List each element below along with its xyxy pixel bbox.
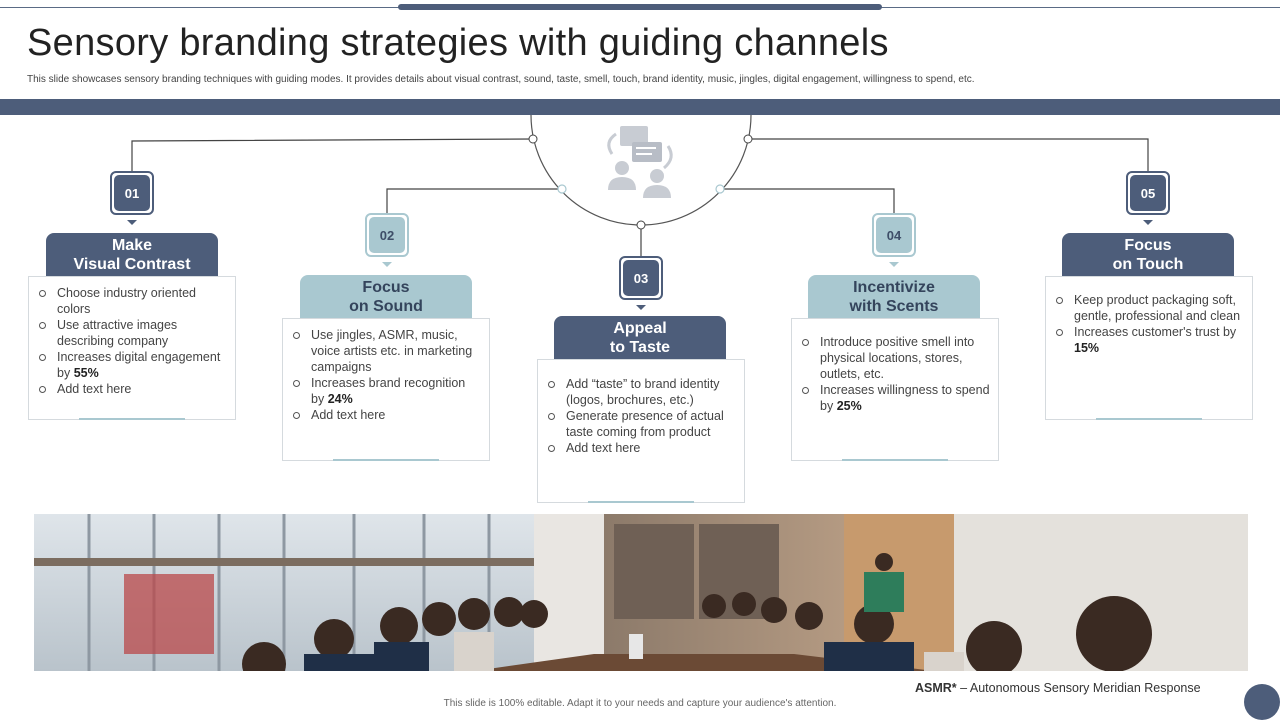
step-05-title-line1: Focus	[1124, 237, 1172, 254]
step-03-badge: 03	[619, 256, 663, 300]
list-item: Keep product packaging soft, gentle, pro…	[1056, 292, 1244, 324]
corner-decoration	[1244, 684, 1280, 720]
step-03-card: Add “taste” to brand identity (logos, br…	[537, 359, 745, 503]
step-04-number: 04	[876, 217, 912, 253]
step-02-card: Use jingles, ASMR, music, voice artists …	[282, 318, 490, 461]
step-02-badge: 02	[365, 213, 409, 257]
step-02-title-line2: on Sound	[349, 298, 423, 315]
step-03-title-line1: Appeal	[613, 320, 667, 337]
step-02-heading: Focus on Sound	[300, 275, 472, 319]
step-01-title-line1: Make	[111, 237, 152, 254]
step-05-title-line2: on Touch	[1112, 256, 1184, 273]
chevron-down-icon	[382, 262, 392, 267]
list-item: Add text here	[293, 407, 481, 423]
step-04-card: Introduce positive smell into physical l…	[791, 318, 999, 461]
list-item: Use jingles, ASMR, music, voice artists …	[293, 327, 481, 375]
step-05-heading: Focus on Touch	[1062, 233, 1234, 277]
list-item: Generate presence of actual taste coming…	[548, 408, 736, 440]
step-04-list: Introduce positive smell into physical l…	[792, 319, 998, 414]
list-item: Increases brand recognition by 24%	[293, 375, 481, 407]
step-05-list: Keep product packaging soft, gentle, pro…	[1046, 277, 1252, 356]
step-01-list: Choose industry oriented colors Use attr…	[29, 277, 235, 397]
footnote: ASMR* – Autonomous Sensory Meridian Resp…	[915, 681, 1201, 695]
step-03-title-line2: to Taste	[609, 339, 671, 356]
people-discussion-icon	[607, 126, 673, 198]
footnote-term: ASMR*	[915, 681, 957, 695]
meeting-photo	[34, 514, 1248, 671]
list-item: Add text here	[548, 440, 736, 456]
step-01-title-line2: Visual Contrast	[73, 256, 191, 273]
list-item: Increases customer's trust by 15%	[1056, 324, 1244, 356]
list-item: Introduce positive smell into physical l…	[802, 334, 990, 382]
list-item: Use attractive images describing company	[39, 317, 227, 349]
list-item: Increases digital engagement by 55%	[39, 349, 227, 381]
chevron-down-icon	[889, 262, 899, 267]
step-05-badge: 05	[1126, 171, 1170, 215]
step-05-card: Keep product packaging soft, gentle, pro…	[1045, 276, 1253, 420]
slide-subtitle: This slide showcases sensory branding te…	[27, 74, 975, 85]
step-03-number: 03	[623, 260, 659, 296]
footer-note: This slide is 100% editable. Adapt it to…	[443, 698, 837, 709]
step-04-title-line1: Incentivize	[853, 279, 935, 296]
list-item: Add “taste” to brand identity (logos, br…	[548, 376, 736, 408]
step-01-card: Choose industry oriented colors Use attr…	[28, 276, 236, 420]
step-01-number: 01	[114, 175, 150, 211]
list-item: Add text here	[39, 381, 227, 397]
list-item: Increases willingness to spend by 25%	[802, 382, 990, 414]
top-tab-bar	[398, 4, 882, 10]
chevron-down-icon	[1143, 220, 1153, 225]
step-03-list: Add “taste” to brand identity (logos, br…	[538, 360, 744, 456]
chevron-down-icon	[636, 305, 646, 310]
step-03-heading: Appeal to Taste	[554, 316, 726, 360]
header-band	[0, 99, 1280, 115]
step-04-heading: Incentivize with Scents	[808, 275, 980, 319]
step-01-badge: 01	[110, 171, 154, 215]
step-05-number: 05	[1130, 175, 1166, 211]
step-04-badge: 04	[872, 213, 916, 257]
slide-title: Sensory branding strategies with guiding…	[27, 22, 889, 64]
list-item: Choose industry oriented colors	[39, 285, 227, 317]
footnote-definition: – Autonomous Sensory Meridian Response	[956, 681, 1201, 695]
step-02-list: Use jingles, ASMR, music, voice artists …	[283, 319, 489, 423]
step-02-number: 02	[369, 217, 405, 253]
step-02-title-line1: Focus	[362, 279, 410, 296]
step-04-title-line2: with Scents	[849, 298, 939, 315]
chevron-down-icon	[127, 220, 137, 225]
